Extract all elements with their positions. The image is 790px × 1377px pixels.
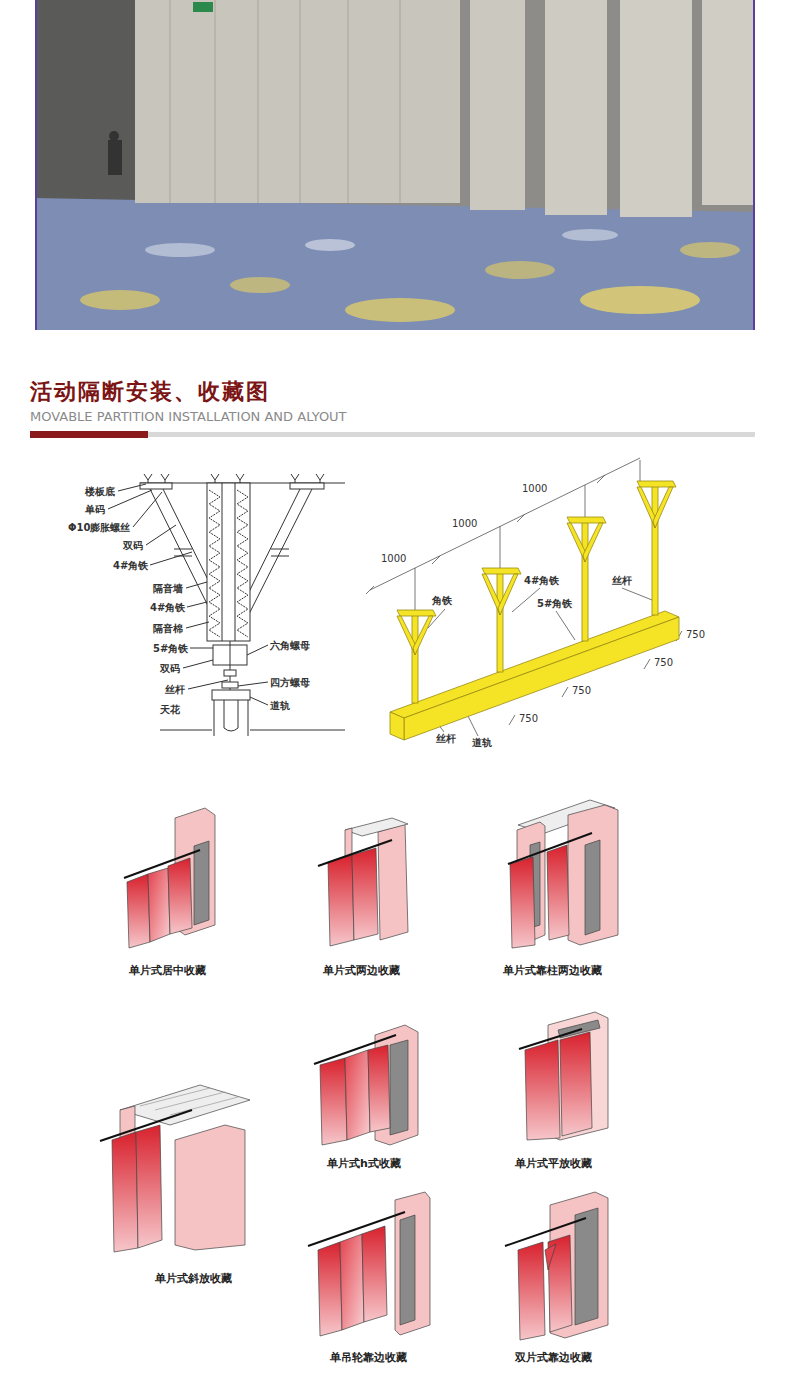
- icon-diagonal: [100, 1085, 250, 1252]
- cross-section: [108, 474, 345, 736]
- part-label: 4#角铁: [524, 575, 559, 587]
- part-label: 丝杆: [612, 575, 632, 587]
- part-label: 道轨: [270, 700, 290, 712]
- part-label: 道轨: [472, 737, 492, 749]
- caption: 单片式居中收藏: [129, 964, 206, 977]
- caption: 单片式两边收藏: [323, 964, 400, 977]
- hanger-structure: [366, 458, 682, 740]
- dimension-label: 750: [654, 657, 673, 669]
- icon-both-sides: [318, 818, 408, 946]
- part-label: 双码: [123, 540, 143, 552]
- icon-single-wheel: [308, 1192, 430, 1336]
- part-label: 隔音棉: [153, 623, 183, 635]
- part-label: 丝杆: [436, 733, 456, 745]
- dimension-label: 1000: [381, 553, 406, 565]
- room-photo: [35, 0, 755, 330]
- dimension-label: 750: [686, 629, 705, 641]
- part-label: 5#角铁: [537, 598, 572, 610]
- caption: 单片式靠柱两边收藏: [503, 964, 602, 977]
- part-label: 四方螺母: [270, 677, 310, 689]
- part-label: 丝杆: [165, 684, 185, 696]
- icon-column: [508, 800, 618, 948]
- part-label: 双码: [160, 663, 180, 675]
- part-label: 角铁: [432, 595, 452, 607]
- header-bar: [30, 431, 755, 438]
- dimension-label: 750: [519, 713, 538, 725]
- caption: 单吊轮靠边收藏: [330, 1351, 407, 1364]
- storage-icons: [100, 800, 618, 1340]
- part-label: 5#角铁: [153, 643, 188, 655]
- icon-h: [314, 1025, 418, 1145]
- icon-flat: [519, 1012, 608, 1140]
- dimension-label: 1000: [452, 518, 477, 530]
- part-label: 隔音墙: [153, 583, 183, 595]
- part-label: 六角螺母: [270, 640, 310, 652]
- page-title: 活动隔断安装、收藏图: [30, 379, 270, 405]
- caption: 单片式h式收藏: [327, 1157, 401, 1170]
- icon-center: [124, 808, 215, 948]
- caption: 单片式斜放收藏: [155, 1272, 232, 1285]
- part-label: 天花: [160, 704, 180, 716]
- subtitle: MOVABLE PARTITION INSTALLATION AND ALYOU…: [30, 409, 347, 425]
- dimension-label: 750: [572, 685, 591, 697]
- icon-double: [505, 1192, 608, 1340]
- caption: 单片式平放收藏: [515, 1157, 592, 1170]
- dimension-label: 1000: [522, 483, 547, 495]
- part-label: 4#角铁: [113, 560, 148, 572]
- part-label: 楼板底: [85, 486, 115, 498]
- part-label: Φ10膨胀螺丝: [68, 522, 130, 534]
- part-label: 单码: [85, 504, 105, 516]
- part-label: 4#角铁: [150, 602, 185, 614]
- caption: 双片式靠边收藏: [515, 1351, 592, 1364]
